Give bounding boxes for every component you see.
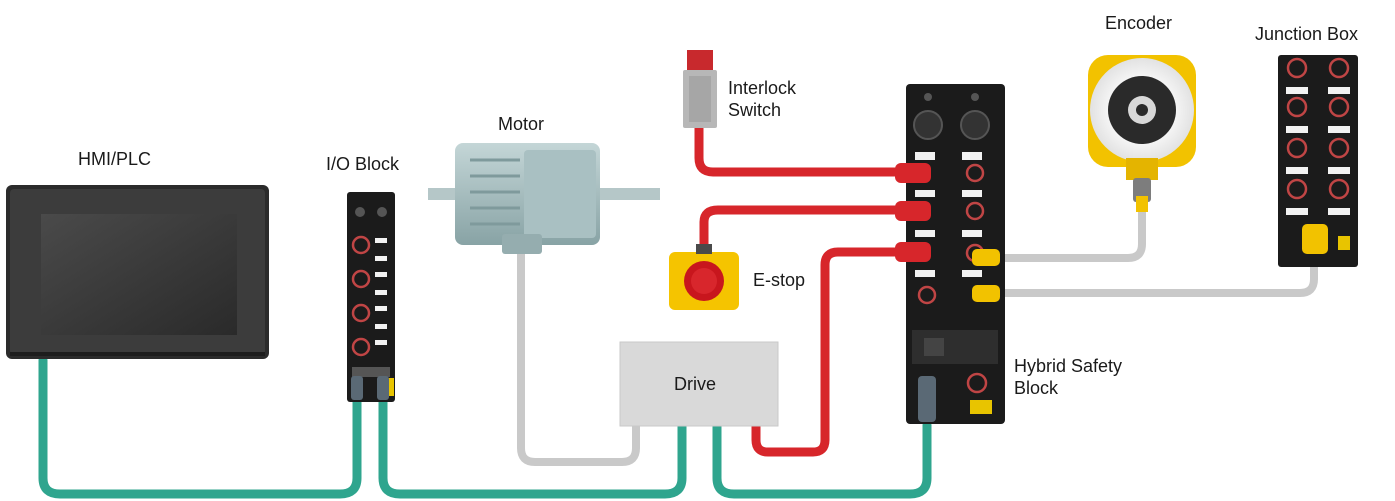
- cable-hmi-to-io: [38, 355, 362, 499]
- hybrid-label-line1: Hybrid Safety: [1014, 356, 1123, 376]
- cable-motor-to-drive: [517, 248, 640, 466]
- cable-estop: [699, 205, 905, 253]
- gray-cables: [517, 196, 1318, 466]
- encoder-label: Encoder: [1105, 13, 1173, 33]
- cable-io-to-drive: [378, 390, 687, 499]
- cable-drive-to-hybrid-red: [751, 247, 905, 457]
- junction-box-label: Junction Box: [1255, 24, 1359, 44]
- motor-label: Motor: [498, 114, 545, 134]
- ethernet-cables: [38, 355, 932, 499]
- cable-junction: [996, 258, 1318, 297]
- hybrid-safety-block: [895, 84, 1005, 424]
- cable-encoder: [996, 196, 1146, 262]
- hmi-panel: [6, 185, 269, 359]
- cable-drive-to-hybrid: [712, 420, 932, 499]
- hybrid-label-line2: Block: [1014, 378, 1059, 398]
- cable-interlock: [694, 123, 905, 177]
- interlock-switch: [683, 50, 717, 128]
- interlock-label-line2: Switch: [728, 100, 782, 120]
- estop-label: E-stop: [753, 270, 806, 290]
- io-block: [347, 192, 395, 402]
- safety-cables: [694, 123, 905, 457]
- drive-label: Drive: [674, 374, 717, 394]
- io-block-label: I/O Block: [326, 154, 400, 174]
- motor: [428, 143, 660, 254]
- interlock-label-line1: Interlock: [728, 78, 797, 98]
- estop-button: [669, 244, 739, 310]
- hmi-label: HMI/PLC: [78, 149, 152, 169]
- drive-box: [619, 341, 779, 427]
- junction-box: [1278, 55, 1358, 267]
- encoder: [1088, 55, 1196, 212]
